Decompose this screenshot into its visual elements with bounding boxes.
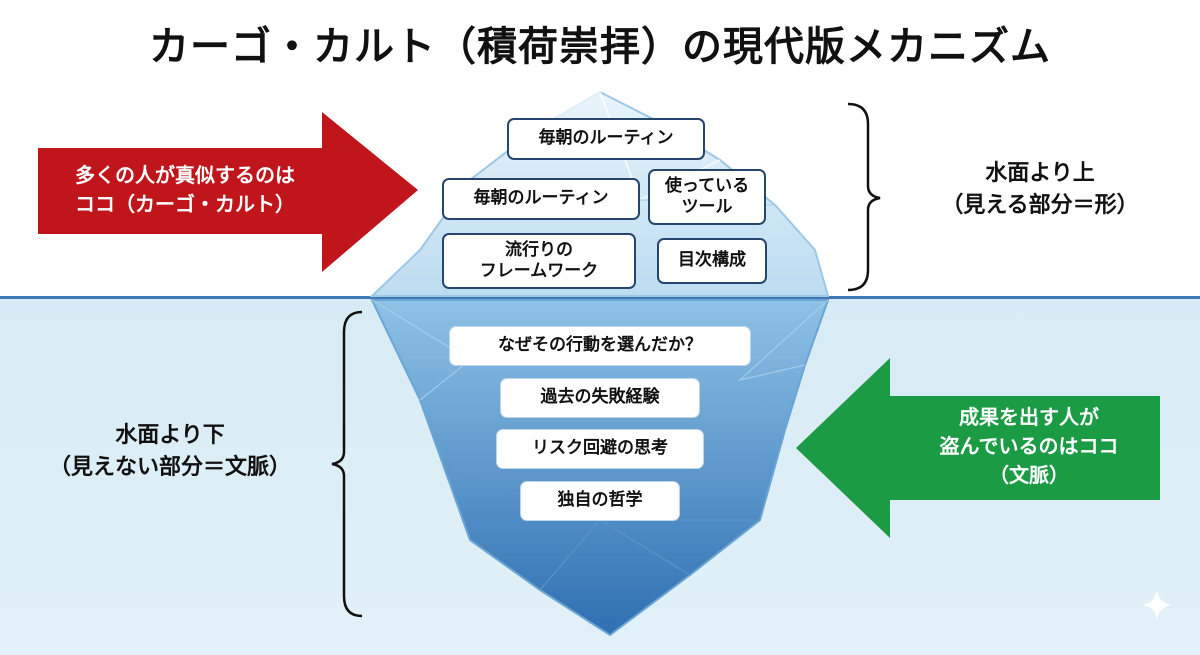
left-arrow <box>38 112 418 272</box>
page-title: カーゴ・カルト（積荷崇拝）の現代版メカニズム <box>149 24 1051 70</box>
below-item-risk: リスク回避の思考 <box>496 429 704 469</box>
above-item-routine-2: 毎朝のルーティン <box>442 178 640 220</box>
below-item-philosophy: 独自の哲学 <box>520 481 680 521</box>
below-item-why: なぜその行動を選んだか？ <box>449 326 751 366</box>
above-item-routine-1: 毎朝のルーティン <box>507 118 705 160</box>
above-item-tools: 使っている ツール <box>648 169 766 225</box>
below-item-failures: 過去の失敗経験 <box>500 378 700 418</box>
sparkle-icon <box>1142 590 1172 620</box>
below-brace <box>331 310 363 618</box>
above-item-framework: 流行りの フレームワーク <box>442 233 636 289</box>
above-water-label: 水面より上 （見える部分＝形） <box>941 161 1139 218</box>
iceberg-body-facet <box>737 299 829 382</box>
above-brace <box>847 102 881 292</box>
left-arrow-text: 多くの人が真似するのは ココ（カーゴ・カルト） <box>75 163 295 216</box>
water-line <box>0 296 1200 299</box>
right-arrow-text: 成果を出す人が 盗んでいるのはココ （文脈） <box>939 405 1119 487</box>
below-water-label: 水面より下 （見えない部分＝文脈） <box>48 423 291 480</box>
above-item-toc: 目次構成 <box>657 238 767 284</box>
right-arrow <box>796 358 1160 538</box>
